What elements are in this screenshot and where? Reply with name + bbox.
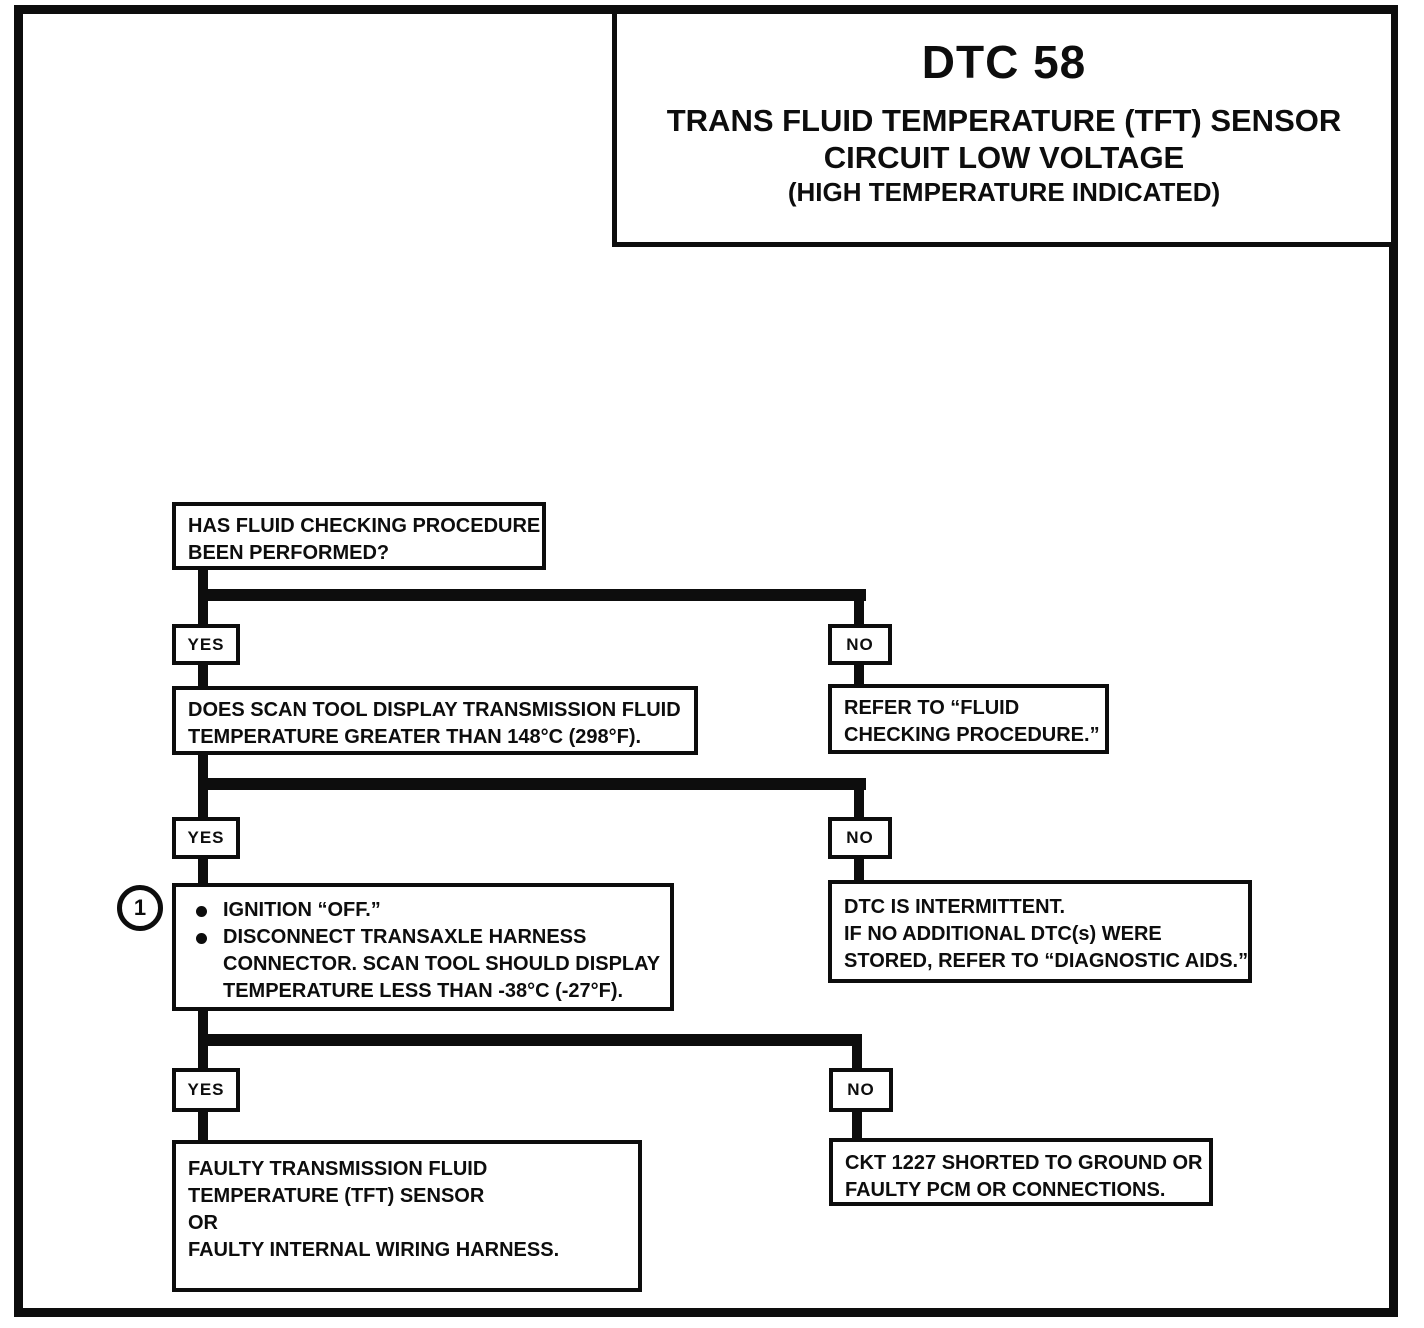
title-line-3: (HIGH TEMPERATURE INDICATED) — [787, 177, 1221, 207]
refer-line-2: CHECKING PROCEDURE.” — [844, 724, 1100, 746]
connector-branch3-to-no — [852, 1034, 862, 1072]
no-badge-3: NO — [829, 1068, 893, 1112]
flow-box-refer-fluid-checking: REFER TO “FLUID CHECKING PROCEDURE.” — [828, 684, 1109, 754]
no-badge-3-label: NO — [847, 1080, 875, 1099]
step-circle-1-label: 1 — [133, 895, 147, 920]
action-bullet-2-line-2: CONNECTOR. SCAN TOOL SHOULD DISPLAY — [223, 953, 661, 975]
yes-badge-3: YES — [172, 1068, 240, 1112]
action-bullet-2-line-1: DISCONNECT TRANSAXLE HARNESS — [223, 926, 587, 948]
faulty-line-4: FAULTY INTERNAL WIRING HARNESS. — [188, 1239, 560, 1261]
intermittent-line-3: STORED, REFER TO “DIAGNOSTIC AIDS.” — [844, 950, 1249, 972]
title-line-2: CIRCUIT LOW VOLTAGE — [823, 140, 1185, 175]
ckt-line-2: FAULTY PCM OR CONNECTIONS. — [845, 1179, 1166, 1201]
connector-no3-to-ckt — [852, 1110, 862, 1142]
q2-line-2: TEMPERATURE GREATER THAN 148°C (298°F). — [188, 726, 642, 748]
intermittent-line-1: DTC IS INTERMITTENT. — [844, 896, 1066, 918]
bullet-icon — [196, 933, 207, 944]
connector-no1-to-refer — [854, 663, 864, 688]
title-line-1: TRANS FLUID TEMPERATURE (TFT) SENSOR — [666, 103, 1342, 138]
flow-box-dtc-intermittent: DTC IS INTERMITTENT. IF NO ADDITIONAL DT… — [828, 880, 1252, 983]
yes-badge-1-label: YES — [187, 634, 225, 654]
q1-line-1: HAS FLUID CHECKING PROCEDURE — [188, 515, 541, 537]
flow-box-faulty-sensor-conclusion: FAULTY TRANSMISSION FLUID TEMPERATURE (T… — [172, 1140, 642, 1292]
connector-branch3-horizontal — [198, 1034, 862, 1046]
faulty-line-2: TEMPERATURE (TFT) SENSOR — [188, 1185, 485, 1207]
action-bullet-2: DISCONNECT TRANSAXLE HARNESS CONNECTOR. … — [188, 924, 661, 1005]
refer-line-1: REFER TO “FLUID — [844, 697, 1020, 719]
connector-branch1-to-no — [854, 589, 864, 628]
flow-box-scan-tool-question: DOES SCAN TOOL DISPLAY TRANSMISSION FLUI… — [172, 686, 698, 755]
connector-branch1-horizontal — [198, 589, 866, 601]
flow-box-ckt-shorted-conclusion: CKT 1227 SHORTED TO GROUND OR FAULTY PCM… — [829, 1138, 1213, 1206]
action-bullet-2-line-3: TEMPERATURE LESS THAN -38°C (-27°F). — [223, 980, 624, 1002]
no-badge-2: NO — [828, 817, 892, 859]
no-badge-1: NO — [828, 624, 892, 665]
connector-branch2-to-no — [854, 778, 864, 821]
yes-badge-2-label: YES — [187, 828, 225, 847]
title-box: DTC 58 TRANS FLUID TEMPERATURE (TFT) SEN… — [612, 9, 1396, 247]
step-circle-1: 1 — [117, 885, 163, 931]
no-badge-2-label: NO — [846, 828, 874, 847]
connector-yes1-to-q2 — [198, 663, 208, 690]
faulty-line-1: FAULTY TRANSMISSION FLUID — [188, 1158, 488, 1180]
no-badge-1-label: NO — [846, 634, 874, 654]
yes-badge-3-label: YES — [187, 1080, 225, 1099]
flow-box-ignition-off-actions: IGNITION “OFF.” DISCONNECT TRANSAXLE HAR… — [172, 883, 674, 1011]
connector-yes2-to-action — [198, 857, 208, 887]
ckt-line-1: CKT 1227 SHORTED TO GROUND OR — [845, 1152, 1203, 1174]
dtc-code: DTC 58 — [921, 36, 1087, 88]
connector-branch2-horizontal — [198, 778, 866, 790]
bullet-icon — [196, 906, 207, 917]
intermittent-line-2: IF NO ADDITIONAL DTC(s) WERE — [844, 923, 1162, 945]
action-bullet-1: IGNITION “OFF.” — [188, 897, 658, 924]
yes-badge-2: YES — [172, 817, 240, 859]
connector-no2-to-intermittent — [854, 857, 864, 884]
q2-line-1: DOES SCAN TOOL DISPLAY TRANSMISSION FLUI… — [188, 699, 681, 721]
connector-yes3-to-faulty — [198, 1110, 208, 1144]
yes-badge-1: YES — [172, 624, 240, 665]
flow-box-fluid-check-question: HAS FLUID CHECKING PROCEDURE BEEN PERFOR… — [172, 502, 546, 570]
q1-line-2: BEEN PERFORMED? — [188, 542, 390, 564]
faulty-line-3: OR — [188, 1212, 218, 1234]
action-bullet-1-line-1: IGNITION “OFF.” — [223, 899, 381, 921]
